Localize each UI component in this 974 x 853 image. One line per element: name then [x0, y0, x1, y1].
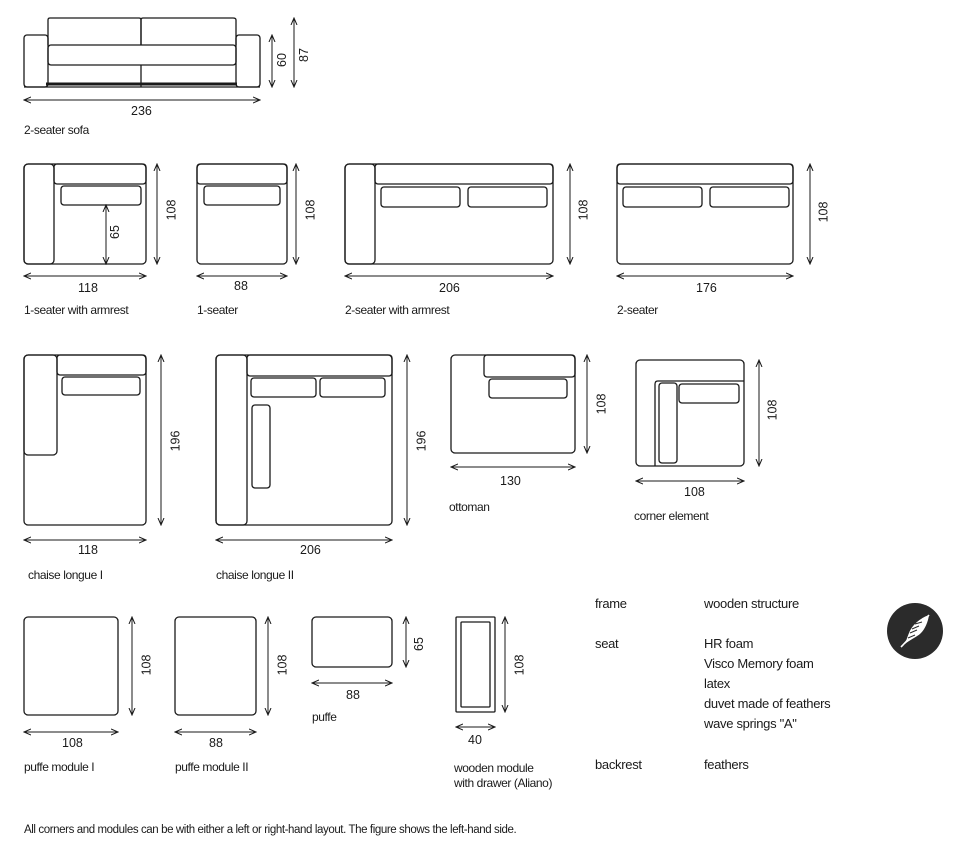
- one-seater-drawing: [197, 164, 296, 276]
- two-seater-armrest-label: 2-seater with armrest: [345, 303, 450, 317]
- one-seater-label: 1-seater: [197, 303, 238, 317]
- corner-element-width-dim: 108: [684, 485, 705, 499]
- sofa-seat-height-dim: 60: [274, 53, 289, 67]
- spec-seat-value-2: Visco Memory foam: [704, 656, 814, 671]
- puffe-module-1-label: puffe module I: [24, 760, 95, 774]
- feather-badge: [887, 603, 943, 659]
- chaise-longue-2-label: chaise longue II: [216, 568, 294, 582]
- one-seater-armrest-depth-dim: 108: [164, 199, 179, 221]
- wooden-module-width-dim: 40: [468, 733, 482, 747]
- puffe-module-1-width-dim: 108: [62, 736, 83, 750]
- spec-seat-value-4: duvet made of feathers: [704, 696, 831, 711]
- sofa-2-seater-label: 2-seater sofa: [24, 123, 89, 137]
- corner-element-depth-dim: 108: [765, 399, 780, 421]
- puffe-module-2-label: puffe module II: [175, 760, 249, 774]
- ottoman-drawing: [451, 355, 587, 467]
- ottoman-width-dim: 130: [500, 474, 521, 488]
- spec-frame-label: frame: [595, 596, 627, 611]
- chaise-longue-1-depth-dim: 196: [168, 430, 183, 452]
- chaise-longue-1-drawing: [24, 355, 161, 540]
- one-seater-armrest-inner-dim: 65: [107, 225, 122, 239]
- two-seater-width-dim: 176: [696, 281, 717, 295]
- spec-frame-value: wooden structure: [704, 596, 799, 611]
- two-seater-drawing: [617, 164, 810, 276]
- puffe-drawing: [312, 617, 406, 683]
- two-seater-depth-dim: 108: [816, 201, 831, 223]
- puffe-module-2-depth-dim: 108: [275, 654, 290, 676]
- corner-element-label: corner element: [634, 509, 709, 523]
- footnote: All corners and modules can be with eith…: [24, 824, 517, 836]
- one-seater-armrest-width-dim: 118: [78, 281, 98, 295]
- one-seater-width-dim: 88: [234, 279, 248, 293]
- sofa-width-dim: 236: [131, 104, 152, 118]
- wooden-module-drawing: [456, 617, 505, 727]
- spec-seat-value-5: wave springs "A": [704, 716, 797, 731]
- chaise-longue-1-label: chaise longue I: [28, 568, 103, 582]
- one-seater-depth-dim: 108: [303, 199, 318, 221]
- ottoman-label: ottoman: [449, 500, 490, 514]
- spec-backrest-value: feathers: [704, 757, 749, 772]
- one-seater-armrest-label: 1-seater with armrest: [24, 303, 129, 317]
- chaise-longue-2-depth-dim: 196: [414, 430, 429, 452]
- spec-seat-value-3: latex: [704, 676, 730, 691]
- wooden-module-depth-dim: 108: [512, 654, 527, 676]
- wooden-module-label-line2: with drawer (Aliano): [454, 776, 553, 790]
- puffe-depth-dim: 65: [411, 637, 426, 651]
- spec-seat-label: seat: [595, 636, 619, 651]
- spec-seat-value-1: HR foam: [704, 636, 754, 651]
- sofa-total-height-dim: 87: [296, 48, 311, 62]
- spec-backrest-label: backrest: [595, 757, 642, 772]
- two-seater-armrest-depth-dim: 108: [576, 199, 591, 221]
- feather-icon: [900, 614, 930, 648]
- two-seater-armrest-drawing: [345, 164, 570, 276]
- puffe-module-1-depth-dim: 108: [139, 654, 154, 676]
- puffe-width-dim: 88: [346, 688, 360, 702]
- puffe-module-2-drawing: [175, 617, 268, 732]
- puffe-module-1-drawing: [24, 617, 132, 732]
- sofa-2-seater-drawing: [24, 18, 294, 100]
- wooden-module-label-line1: wooden module: [454, 761, 534, 775]
- puffe-module-2-width-dim: 88: [209, 736, 223, 750]
- ottoman-depth-dim: 108: [594, 393, 609, 415]
- corner-element-drawing: [636, 360, 759, 481]
- two-seater-armrest-width-dim: 206: [439, 281, 460, 295]
- one-seater-armrest-drawing: [24, 164, 157, 276]
- two-seater-label: 2-seater: [617, 303, 658, 317]
- puffe-label: puffe: [312, 710, 337, 724]
- chaise-longue-2-width-dim: 206: [300, 543, 321, 557]
- chaise-longue-2-drawing: [216, 355, 407, 540]
- chaise-longue-1-width-dim: 118: [78, 543, 98, 557]
